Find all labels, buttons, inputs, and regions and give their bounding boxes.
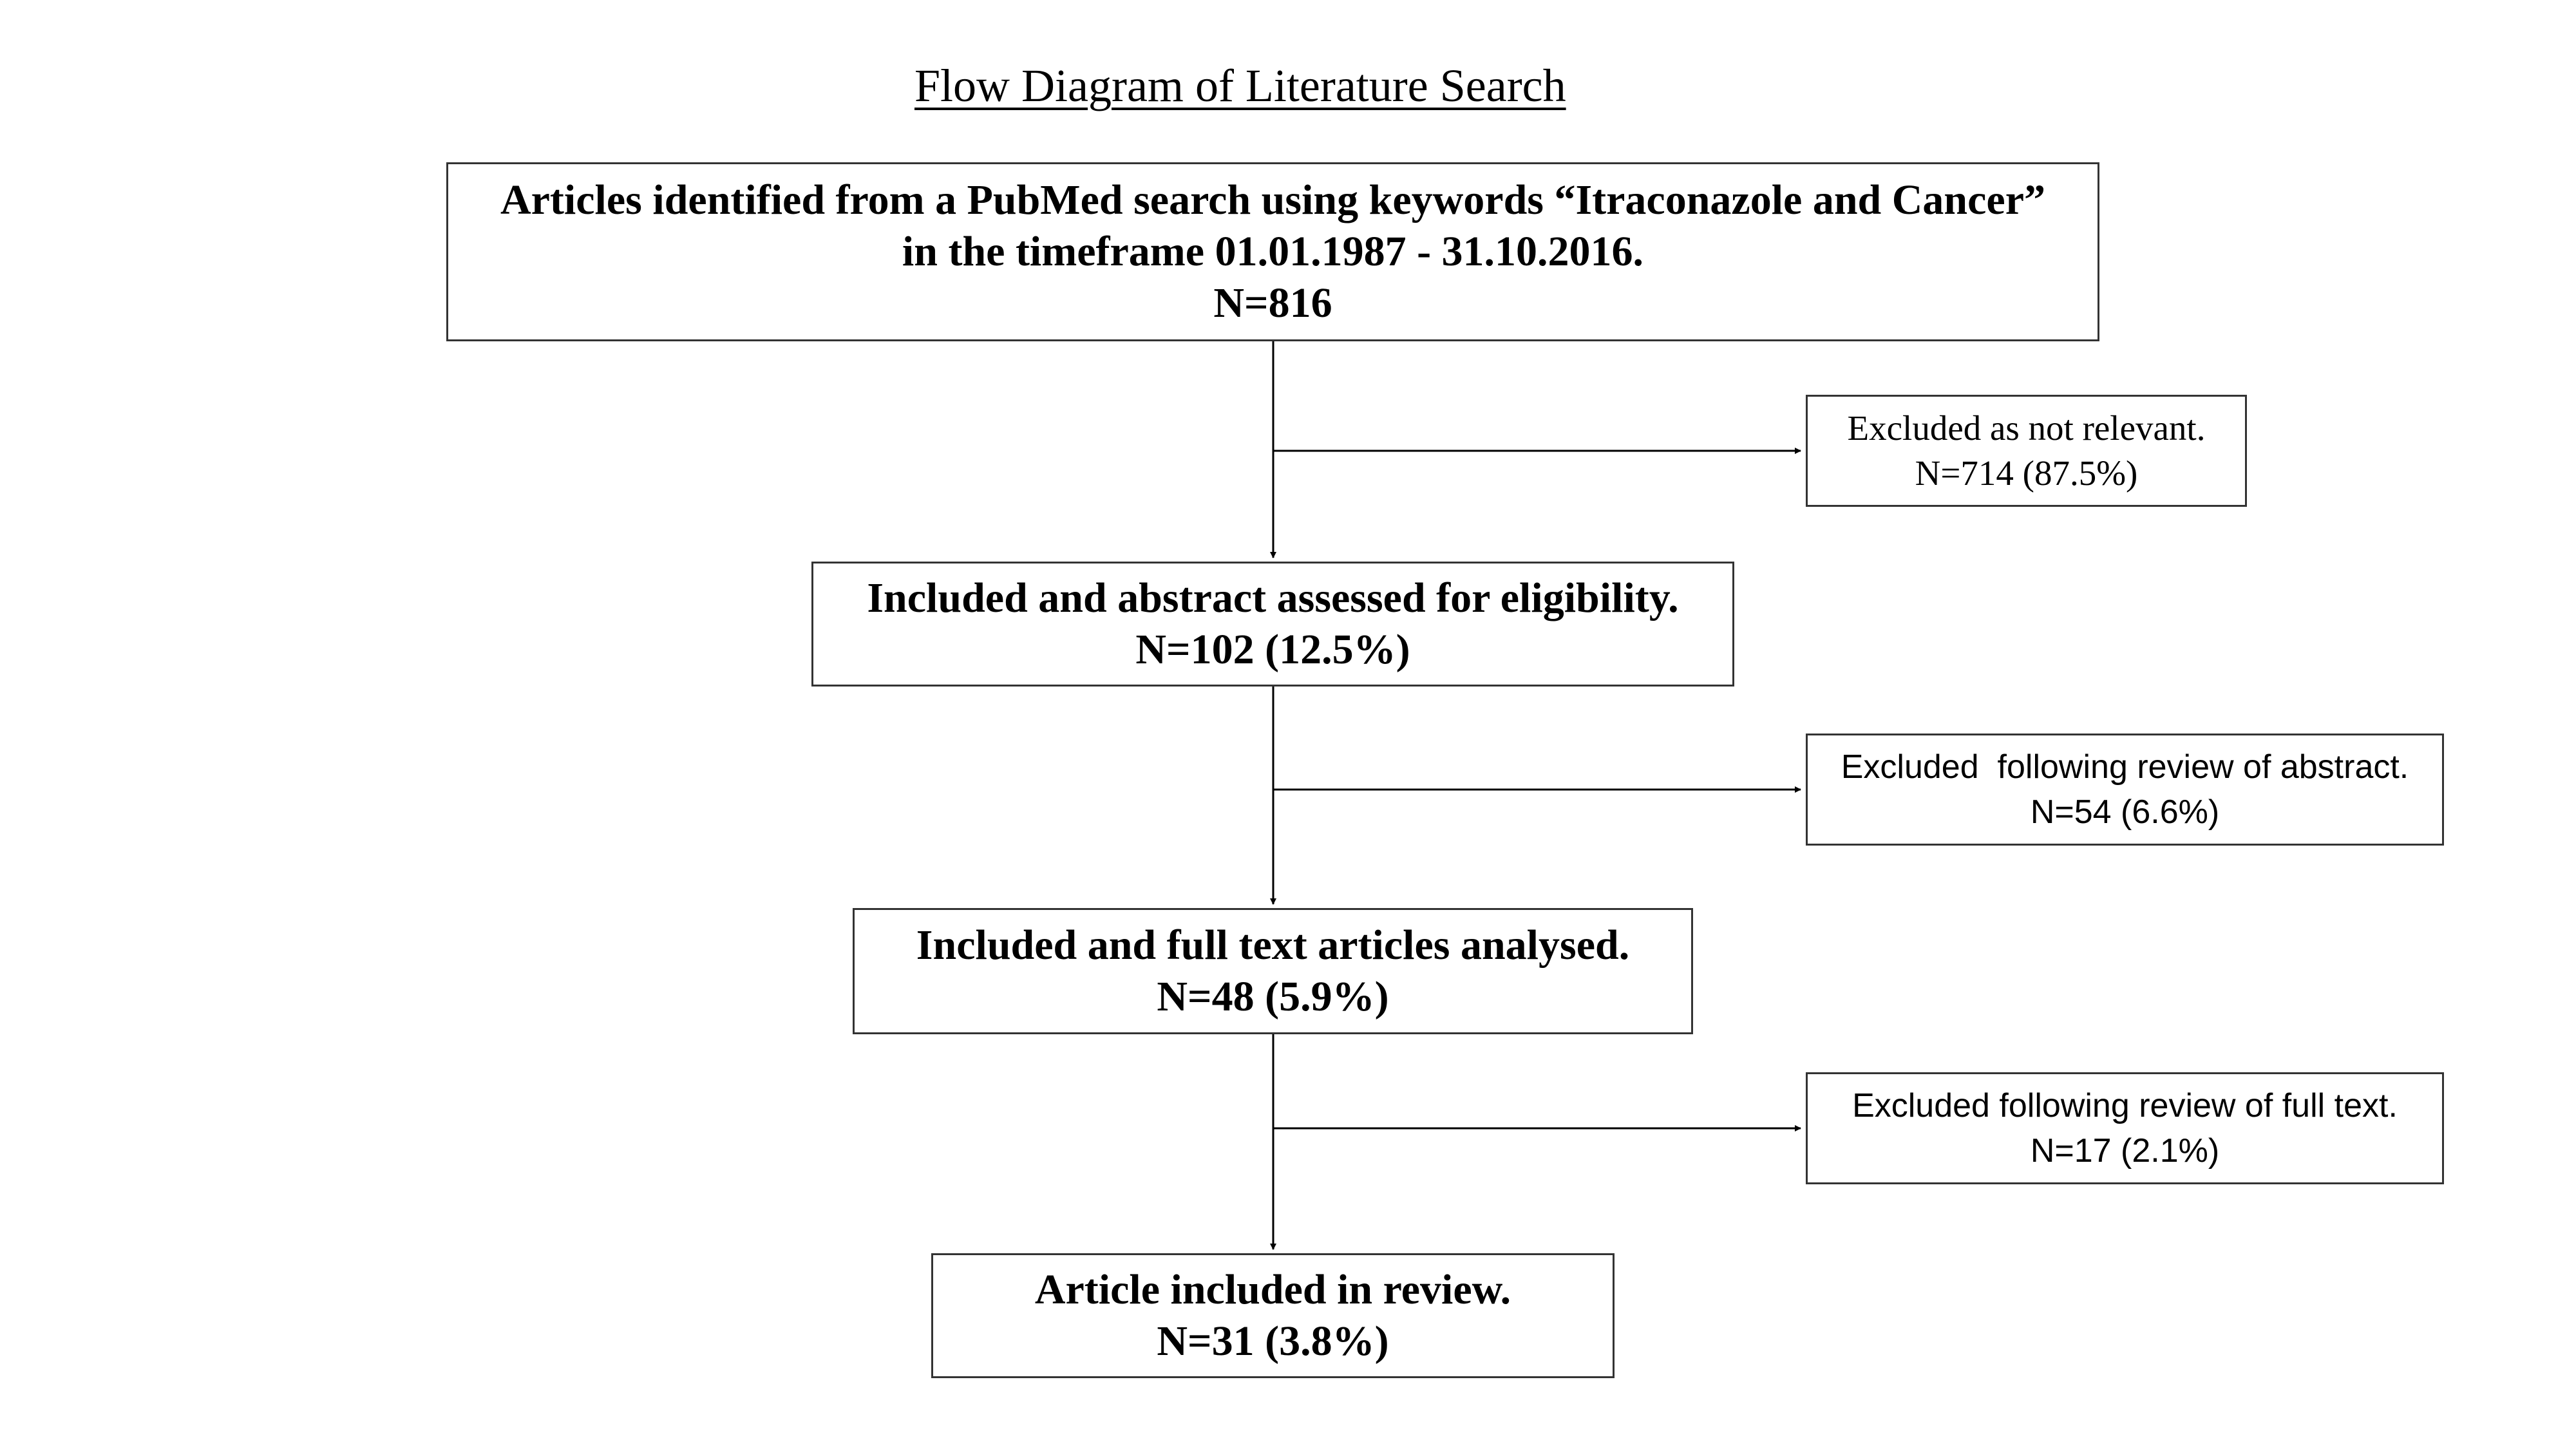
- box-excluded-full-text-count: N=17 (2.1%): [2030, 1132, 2220, 1170]
- box-excluded-not-relevant: Excluded as not relevant. N=714 (87.5%): [1806, 395, 2247, 507]
- box-excluded-abstract-count: N=54 (6.6%): [2030, 793, 2220, 831]
- box-full-text-analysed: Included and full text articles analysed…: [853, 908, 1693, 1034]
- box-included-in-review-count: N=31 (3.8%): [1157, 1318, 1389, 1365]
- box-articles-identified: Articles identified from a PubMed search…: [446, 162, 2099, 341]
- diagram-title: Flow Diagram of Literature Search: [914, 60, 1566, 111]
- box-abstract-assessed: Included and abstract assessed for eligi…: [811, 562, 1734, 687]
- box-excluded-full-text: Excluded following review of full text. …: [1806, 1072, 2444, 1184]
- box-articles-identified-line2: in the timeframe 01.01.1987 - 31.10.2016…: [902, 228, 1644, 275]
- box-excluded-abstract-label: Excluded following review of abstract.: [1841, 748, 2409, 786]
- box-excluded-abstract: Excluded following review of abstract. N…: [1806, 734, 2444, 846]
- box-full-text-analysed-count: N=48 (5.9%): [1157, 973, 1389, 1020]
- box-included-in-review-label: Article included in review.: [1034, 1266, 1511, 1313]
- box-abstract-assessed-count: N=102 (12.5%): [1135, 626, 1410, 673]
- box-articles-identified-count: N=816: [1213, 279, 1332, 327]
- box-full-text-analysed-label: Included and full text articles analysed…: [916, 922, 1630, 969]
- box-included-in-review: Article included in review. N=31 (3.8%): [931, 1253, 1615, 1378]
- box-abstract-assessed-label: Included and abstract assessed for eligi…: [867, 574, 1679, 621]
- box-excluded-not-relevant-count: N=714 (87.5%): [1915, 453, 2138, 493]
- box-excluded-full-text-label: Excluded following review of full text.: [1852, 1087, 2398, 1124]
- box-articles-identified-line1: Articles identified from a PubMed search…: [500, 176, 2046, 223]
- box-excluded-not-relevant-label: Excluded as not relevant.: [1847, 408, 2206, 448]
